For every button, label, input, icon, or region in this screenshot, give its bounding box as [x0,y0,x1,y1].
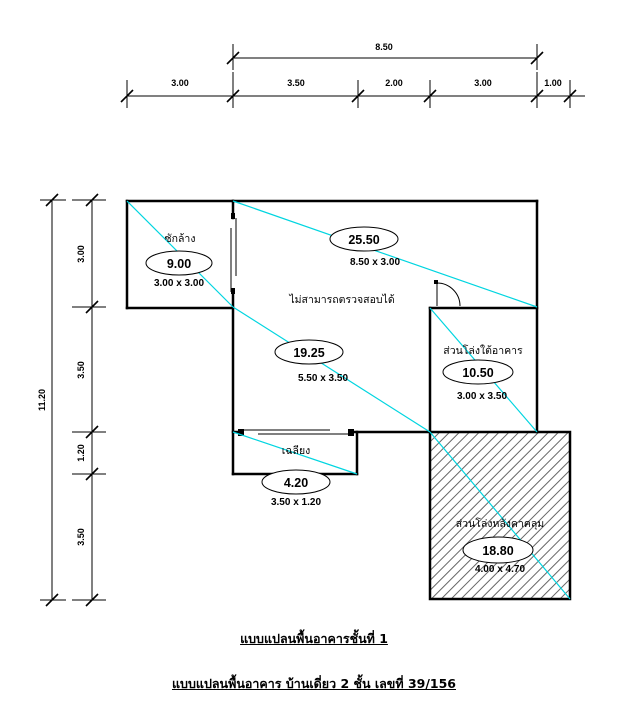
top-dimension-lines [120,44,585,108]
size-under-building: 3.00 x 3.50 [457,391,507,402]
room-label-terrace: เฉลียง [282,444,310,457]
size-interior: 5.50 x 3.50 [298,373,348,384]
sliding-door-terrace [238,429,354,436]
area-value-main: 25.50 [348,233,379,247]
left-dim-segment-2: 3.50 [76,361,86,379]
caption-floor-plan: แบบแปลนพื้นอาคารชั้นที่ 1 [240,631,388,646]
area-value-under-building: 10.50 [462,366,493,380]
area-oval-terrace [261,469,331,495]
size-terrace: 3.50 x 1.20 [271,497,321,508]
room-label-uncheckable: ไม่สามารถตรวจสอบได้ [288,293,394,306]
area-oval-laundry [145,250,213,276]
area-value-covered-open: 18.80 [482,544,513,558]
top-dim-segment-3: 2.00 [385,78,403,88]
area-oval-under-building [442,359,514,385]
area-oval-interior [274,339,344,365]
room-label-covered-open: ส่วนโล่งหลังคาคลุม [456,517,544,530]
size-main: 8.50 x 3.00 [350,257,400,268]
walls [125,199,539,476]
caption-house-plan: แบบแปลนพื้นอาคาร บ้านเดี่ยว 2 ชั้น เลขที… [171,676,456,691]
area-oval-covered-open [462,536,534,564]
area-value-interior: 19.25 [293,346,324,360]
area-oval-main [329,226,399,252]
size-covered-open: 4.00 x 4.70 [475,564,525,575]
left-dim-overall: 11.20 [37,389,47,411]
left-dim-segment-3: 1.20 [76,444,86,462]
top-dim-segment-4: 3.00 [474,78,492,88]
size-laundry: 3.00 x 3.00 [154,278,204,289]
top-dim-segment-1: 3.00 [171,78,189,88]
left-dim-segment-4: 3.50 [76,528,86,546]
sliding-door-laundry [230,213,237,294]
area-value-laundry: 9.00 [167,257,191,271]
room-label-laundry: ซักล้าง [165,233,196,245]
swing-door [434,280,461,307]
left-dim-segment-1: 3.00 [76,245,86,263]
left-dimension-lines [40,193,106,607]
area-value-terrace: 4.20 [284,476,308,490]
top-dim-overall: 8.50 [375,42,393,52]
top-dim-segment-2: 3.50 [287,78,305,88]
top-dim-segment-5: 1.00 [544,78,562,88]
room-label-under-building: ส่วนโล่งใต้อาคาร [443,344,523,357]
